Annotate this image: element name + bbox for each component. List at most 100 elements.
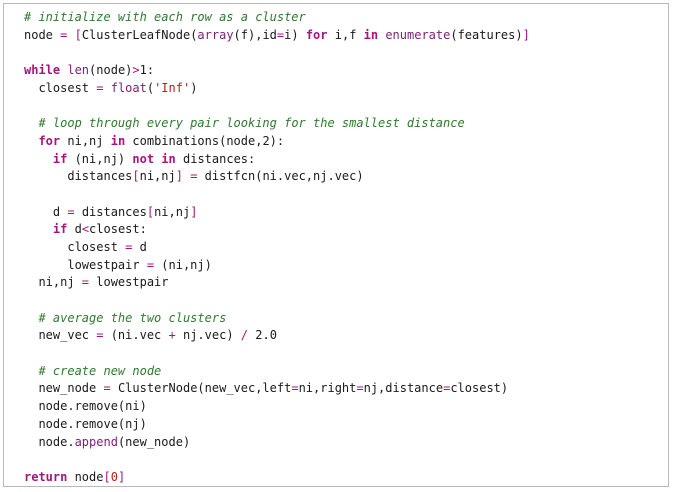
code-keyword: in [161, 151, 176, 166]
code-token: ] [175, 169, 183, 184]
code-line: new_node = ClusterNode(new_vec,left=ni,r… [24, 380, 530, 398]
code-token: (node) [89, 63, 133, 78]
code-token: i,f [327, 27, 364, 42]
code-token: (ni,nj) [154, 257, 212, 272]
code-token: = [443, 381, 451, 396]
code-token: ] [190, 204, 198, 219]
code-line: # create new node [24, 363, 530, 381]
code-token: (ni,nj) [67, 151, 133, 166]
code-token [24, 364, 38, 378]
code-token: ni,nj [24, 275, 82, 290]
code-token: 0 [110, 469, 118, 484]
code-line [24, 97, 530, 115]
code-token: distfcn(ni.vec,nj.vec) [197, 169, 364, 184]
code-line: node.remove(nj) [24, 416, 530, 434]
code-token: nj.vec) [175, 328, 241, 343]
code-line [24, 292, 530, 310]
code-token: closest [24, 80, 97, 95]
code-line: # loop through every pair looking for th… [24, 115, 530, 133]
code-line [24, 345, 530, 363]
code-keyword: for [305, 27, 328, 42]
code-line: # initialize with each row as a cluster [24, 9, 530, 27]
code-line: if d<closest: [24, 221, 530, 239]
code-token: append [74, 434, 118, 449]
code-token: = [96, 328, 104, 343]
code-token [24, 152, 53, 166]
code-line [24, 44, 530, 62]
code-token: d [24, 204, 68, 219]
code-token: node.remove(nj) [24, 416, 147, 431]
code-token [24, 116, 38, 130]
code-token: distances: [175, 151, 256, 166]
code-line: node.append(new_node) [24, 434, 530, 452]
code-token: closest) [450, 381, 509, 396]
code-token: ) [190, 80, 198, 95]
code-line [24, 186, 530, 204]
code-token: [ [132, 169, 140, 184]
code-token: [ [146, 204, 155, 219]
code-token: distances [74, 204, 147, 219]
code-line: # average the two clusters [24, 310, 530, 328]
code-line [24, 451, 530, 469]
code-token: 'Inf' [154, 80, 191, 95]
code-token: = [356, 381, 364, 396]
code-token: (new_node) [117, 434, 191, 449]
code-token: new_vec [24, 328, 97, 343]
code-token: (features) [450, 27, 523, 42]
code-token: closest: [89, 222, 147, 237]
code-line: for ni,nj in combinations(node,2): [24, 133, 530, 151]
code-keyword: while [24, 63, 61, 78]
code-line: lowestpair = (ni,nj) [24, 257, 530, 275]
code-token: ] [117, 469, 126, 484]
code-comment: # create new node [38, 363, 162, 378]
code-token: / [240, 328, 249, 343]
code-listing: # initialize with each row as a cluster n… [24, 9, 530, 487]
code-keyword: in [110, 133, 126, 148]
code-line: closest = float('Inf') [24, 80, 530, 98]
code-token: = [125, 239, 133, 254]
code-token: [ [103, 469, 111, 484]
code-token: = [190, 169, 198, 184]
code-token: nj,distance [363, 381, 444, 396]
code-token: (ni.vec [103, 328, 169, 343]
code-line: return node[0] [24, 469, 530, 487]
code-token: = [103, 381, 111, 396]
code-keyword: if [52, 222, 68, 237]
code-line: distances[ni,nj] = distfcn(ni.vec,nj.vec… [24, 168, 530, 186]
code-token: ( [146, 80, 155, 95]
code-comment: # initialize with each row as a cluster [24, 10, 306, 24]
code-token: [ [74, 27, 82, 42]
code-token: d [67, 222, 82, 237]
code-token: = [146, 257, 155, 272]
code-token: + [168, 328, 176, 343]
code-token: < [81, 222, 90, 237]
code-token [24, 222, 53, 236]
code-token: ni,right [298, 381, 357, 396]
code-token: distances [24, 169, 133, 184]
code-token: 2.0 [248, 328, 277, 343]
code-keyword: if [52, 151, 68, 166]
code-token [24, 311, 38, 325]
code-token: closest [24, 239, 126, 254]
code-token: float [110, 80, 147, 95]
code-token: = [291, 381, 299, 396]
code-token: lowestpair [89, 275, 169, 290]
code-comment: # average the two clusters [38, 310, 227, 325]
code-token: (f),id [233, 27, 277, 42]
code-token: node. [24, 434, 75, 449]
code-token: ] [522, 27, 530, 42]
code-keyword: return [24, 469, 68, 484]
code-line: node = [ClusterLeafNode(array(f),id=i) f… [24, 27, 530, 45]
code-line: ni,nj = lowestpair [24, 274, 530, 292]
code-token: ni,nj [139, 169, 176, 184]
code-keyword: for [38, 133, 61, 148]
code-token: new_node [24, 381, 104, 396]
code-token [67, 28, 74, 42]
code-token [24, 134, 38, 148]
code-line: while len(node)>1: [24, 62, 530, 80]
code-token: ni,nj [60, 133, 111, 148]
code-keyword: in [363, 27, 379, 42]
code-line: d = distances[ni,nj] [24, 204, 530, 222]
code-token: i) [284, 27, 306, 42]
code-listing-frame: # initialize with each row as a cluster n… [3, 3, 669, 487]
